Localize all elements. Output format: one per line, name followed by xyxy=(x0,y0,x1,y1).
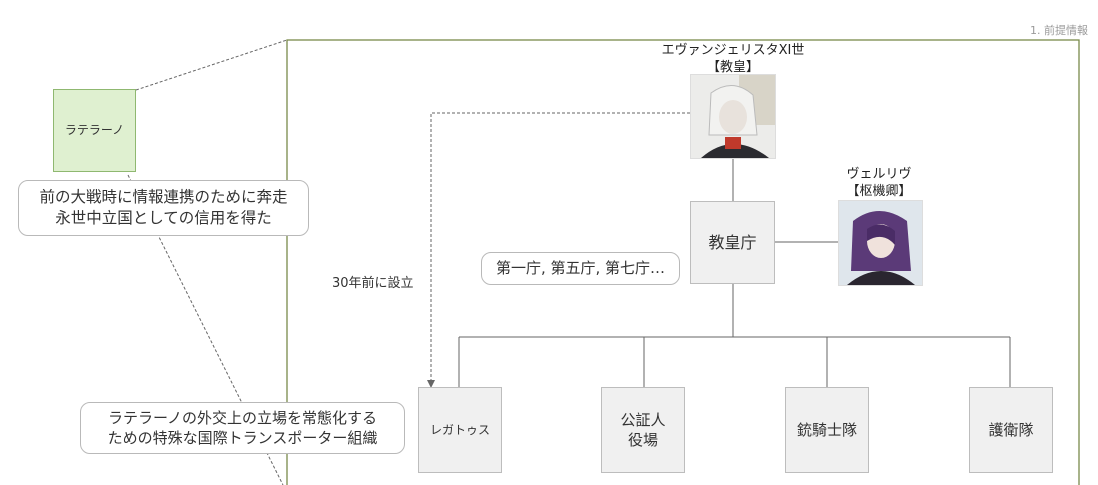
pope-avatar xyxy=(690,74,776,159)
zoom-line-top xyxy=(135,39,288,91)
arrow-head-legatus xyxy=(427,380,435,388)
node-legatus: レガトゥス xyxy=(418,387,502,473)
edge-label-founded: 30年前に設立 xyxy=(332,276,414,291)
cardinal-name: ヴェルリヴ xyxy=(846,167,912,182)
laterano-frame xyxy=(286,39,1080,485)
callout-curia-note: 第一庁, 第五庁, 第七庁… xyxy=(481,252,680,285)
node-notary: 公証人 役場 xyxy=(601,387,685,473)
pope-title: 【教皇】 xyxy=(706,60,759,75)
callout-laterano-note: 前の大戦時に情報連携のために奔走 永世中立国としての信用を得た xyxy=(18,180,309,236)
cardinal-title: 【枢機卿】 xyxy=(846,184,912,199)
pope-label: エヴァンジェリスタXI世 【教皇】 xyxy=(625,42,841,76)
callout-legatus-note: ラテラーノの外交上の立場を常態化する ための特殊な国際トランスポーター組織 xyxy=(80,402,405,454)
section-label: 1. 前提情報 xyxy=(1030,24,1088,37)
node-musketeers: 銃騎士隊 xyxy=(785,387,869,473)
node-laterano: ラテラーノ xyxy=(53,89,136,172)
pope-name: エヴァンジェリスタXI世 xyxy=(661,43,805,58)
cardinal-avatar xyxy=(838,200,923,286)
cardinal-label: ヴェルリヴ 【枢機卿】 xyxy=(820,166,938,200)
line-pope-legatus xyxy=(430,112,690,384)
node-curia: 教皇庁 xyxy=(690,201,775,284)
node-guard: 護衛隊 xyxy=(969,387,1053,473)
